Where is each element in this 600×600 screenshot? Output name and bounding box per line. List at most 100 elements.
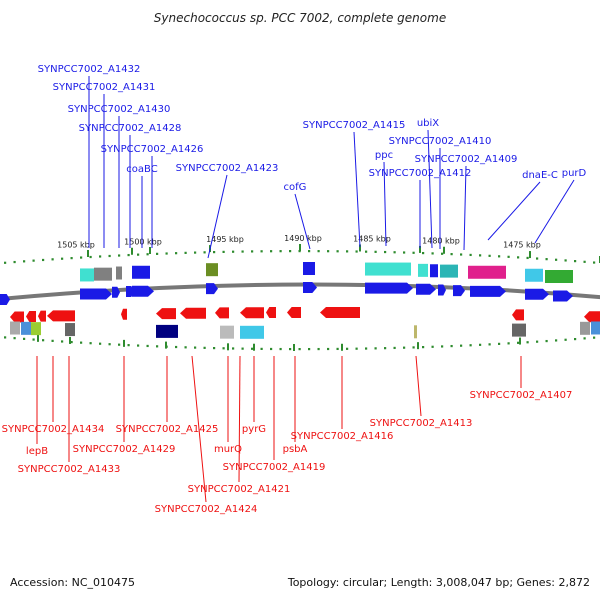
protein-domain-block bbox=[512, 323, 526, 337]
track-dot bbox=[241, 250, 244, 253]
reverse-gene-label: SYNPCC7002_A1424 bbox=[155, 504, 258, 515]
track-dot bbox=[355, 347, 358, 350]
scale-tick-label: 1505 kbp bbox=[57, 241, 95, 250]
track-dot bbox=[251, 250, 254, 253]
protein-domain-block bbox=[525, 268, 543, 282]
reverse-gene-leader bbox=[238, 355, 241, 483]
track-dot bbox=[279, 250, 282, 253]
track-dot bbox=[412, 346, 415, 349]
genome-backbone bbox=[0, 282, 600, 302]
forward-gene-leader bbox=[463, 165, 467, 251]
track-dot bbox=[13, 260, 16, 264]
track-tick bbox=[519, 337, 521, 345]
forward-gene-label: SYNPCC7002_A1430 bbox=[68, 104, 171, 115]
track-dot bbox=[479, 254, 482, 257]
track-dot bbox=[32, 259, 35, 262]
reverse-gene-arrow bbox=[320, 307, 360, 319]
track-dot bbox=[450, 253, 453, 256]
forward-gene-arrow bbox=[0, 294, 10, 305]
track-dot bbox=[327, 347, 330, 351]
track-dot bbox=[441, 345, 444, 348]
reverse-gene-arrow bbox=[38, 310, 46, 322]
reverse-gene-label: SYNPCC7002_A1429 bbox=[73, 444, 176, 455]
forward-gene-label: cofG bbox=[284, 182, 307, 193]
track-dot bbox=[308, 250, 311, 253]
forward-gene-label: coaBC bbox=[126, 164, 157, 175]
track-dot bbox=[298, 250, 301, 253]
track-dot bbox=[583, 337, 586, 340]
track-dot bbox=[165, 252, 168, 255]
map-title: Synechococcus sp. PCC 7002, complete gen… bbox=[154, 11, 446, 25]
forward-gene-label: SYNPCC7002_A1431 bbox=[53, 82, 156, 93]
track-dot bbox=[194, 251, 197, 254]
track-dot bbox=[460, 253, 463, 256]
protein-domain-block bbox=[414, 325, 417, 339]
track-dot bbox=[469, 253, 472, 257]
reverse-gene-arrow bbox=[266, 307, 276, 319]
track-dot bbox=[175, 345, 178, 349]
track-dot bbox=[317, 250, 320, 253]
track-dot bbox=[146, 344, 149, 348]
track-dot bbox=[241, 347, 244, 350]
track-dot bbox=[317, 347, 320, 351]
protein-domain-block bbox=[21, 321, 31, 335]
track-dot bbox=[80, 256, 83, 259]
forward-gene-label: SYNPCC7002_A1412 bbox=[369, 168, 472, 179]
reverse-gene-label: SYNPCC7002_A1419 bbox=[223, 462, 326, 473]
track-dot bbox=[384, 250, 387, 254]
track-tick bbox=[87, 249, 89, 257]
forward-gene-arrow bbox=[470, 285, 506, 297]
track-dot bbox=[536, 257, 539, 260]
forward-gene-arrow bbox=[112, 286, 120, 298]
track-dot bbox=[374, 347, 377, 350]
protein-domain-block bbox=[31, 322, 41, 336]
track-dot bbox=[260, 250, 263, 253]
track-dot bbox=[422, 251, 425, 255]
track-dot bbox=[23, 260, 26, 263]
forward-gene-arrow bbox=[303, 282, 317, 294]
track-dot bbox=[431, 345, 434, 348]
reverse-gene-arrow bbox=[121, 308, 127, 320]
reverse-gene-arrow bbox=[287, 307, 301, 319]
track-tick bbox=[529, 251, 531, 259]
protein-domain-block bbox=[116, 266, 122, 280]
track-dot bbox=[127, 253, 130, 257]
track-tick bbox=[443, 246, 445, 254]
forward-gene-arrow bbox=[553, 290, 573, 302]
forward-gene-label: SYNPCC7002_A1409 bbox=[415, 154, 518, 165]
track-dot bbox=[80, 341, 83, 344]
track-dot bbox=[526, 256, 529, 260]
reverse-gene-arrow bbox=[180, 307, 206, 319]
track-dot bbox=[412, 251, 415, 254]
track-dot bbox=[526, 341, 529, 344]
protein-domain-block bbox=[94, 267, 112, 281]
protein-domain-block bbox=[468, 265, 506, 279]
track-dot bbox=[545, 258, 548, 261]
forward-gene-label: SYNPCC7002_A1426 bbox=[101, 144, 204, 155]
reverse-gene-arrow bbox=[10, 311, 24, 323]
genome-summary: Topology: circular; Length: 3,008,047 bp… bbox=[287, 576, 590, 589]
track-dot bbox=[175, 252, 178, 255]
track-tick bbox=[359, 244, 361, 252]
scale-tick-label: 1475 kbp bbox=[503, 241, 541, 250]
track-dot bbox=[108, 254, 111, 258]
track-dot bbox=[393, 251, 396, 254]
protein-domain-block bbox=[220, 325, 234, 339]
reverse-gene-label: lepB bbox=[26, 446, 48, 457]
track-dot bbox=[289, 347, 292, 351]
track-dot bbox=[403, 251, 406, 254]
track-dot bbox=[498, 342, 501, 345]
reverse-gene-leader bbox=[191, 355, 207, 503]
gene-features bbox=[0, 262, 600, 339]
track-dot bbox=[13, 337, 16, 340]
track-tick bbox=[165, 341, 167, 349]
track-dot bbox=[42, 339, 45, 342]
track-dot bbox=[222, 347, 225, 350]
backbone-line bbox=[0, 282, 600, 302]
forward-gene-leader bbox=[207, 174, 228, 259]
accession-text: Accession: NC_010475 bbox=[10, 576, 135, 589]
track-dot bbox=[70, 257, 73, 260]
track-dot bbox=[194, 346, 197, 349]
reverse-gene-arrow bbox=[47, 310, 75, 322]
track-dot bbox=[270, 250, 273, 253]
